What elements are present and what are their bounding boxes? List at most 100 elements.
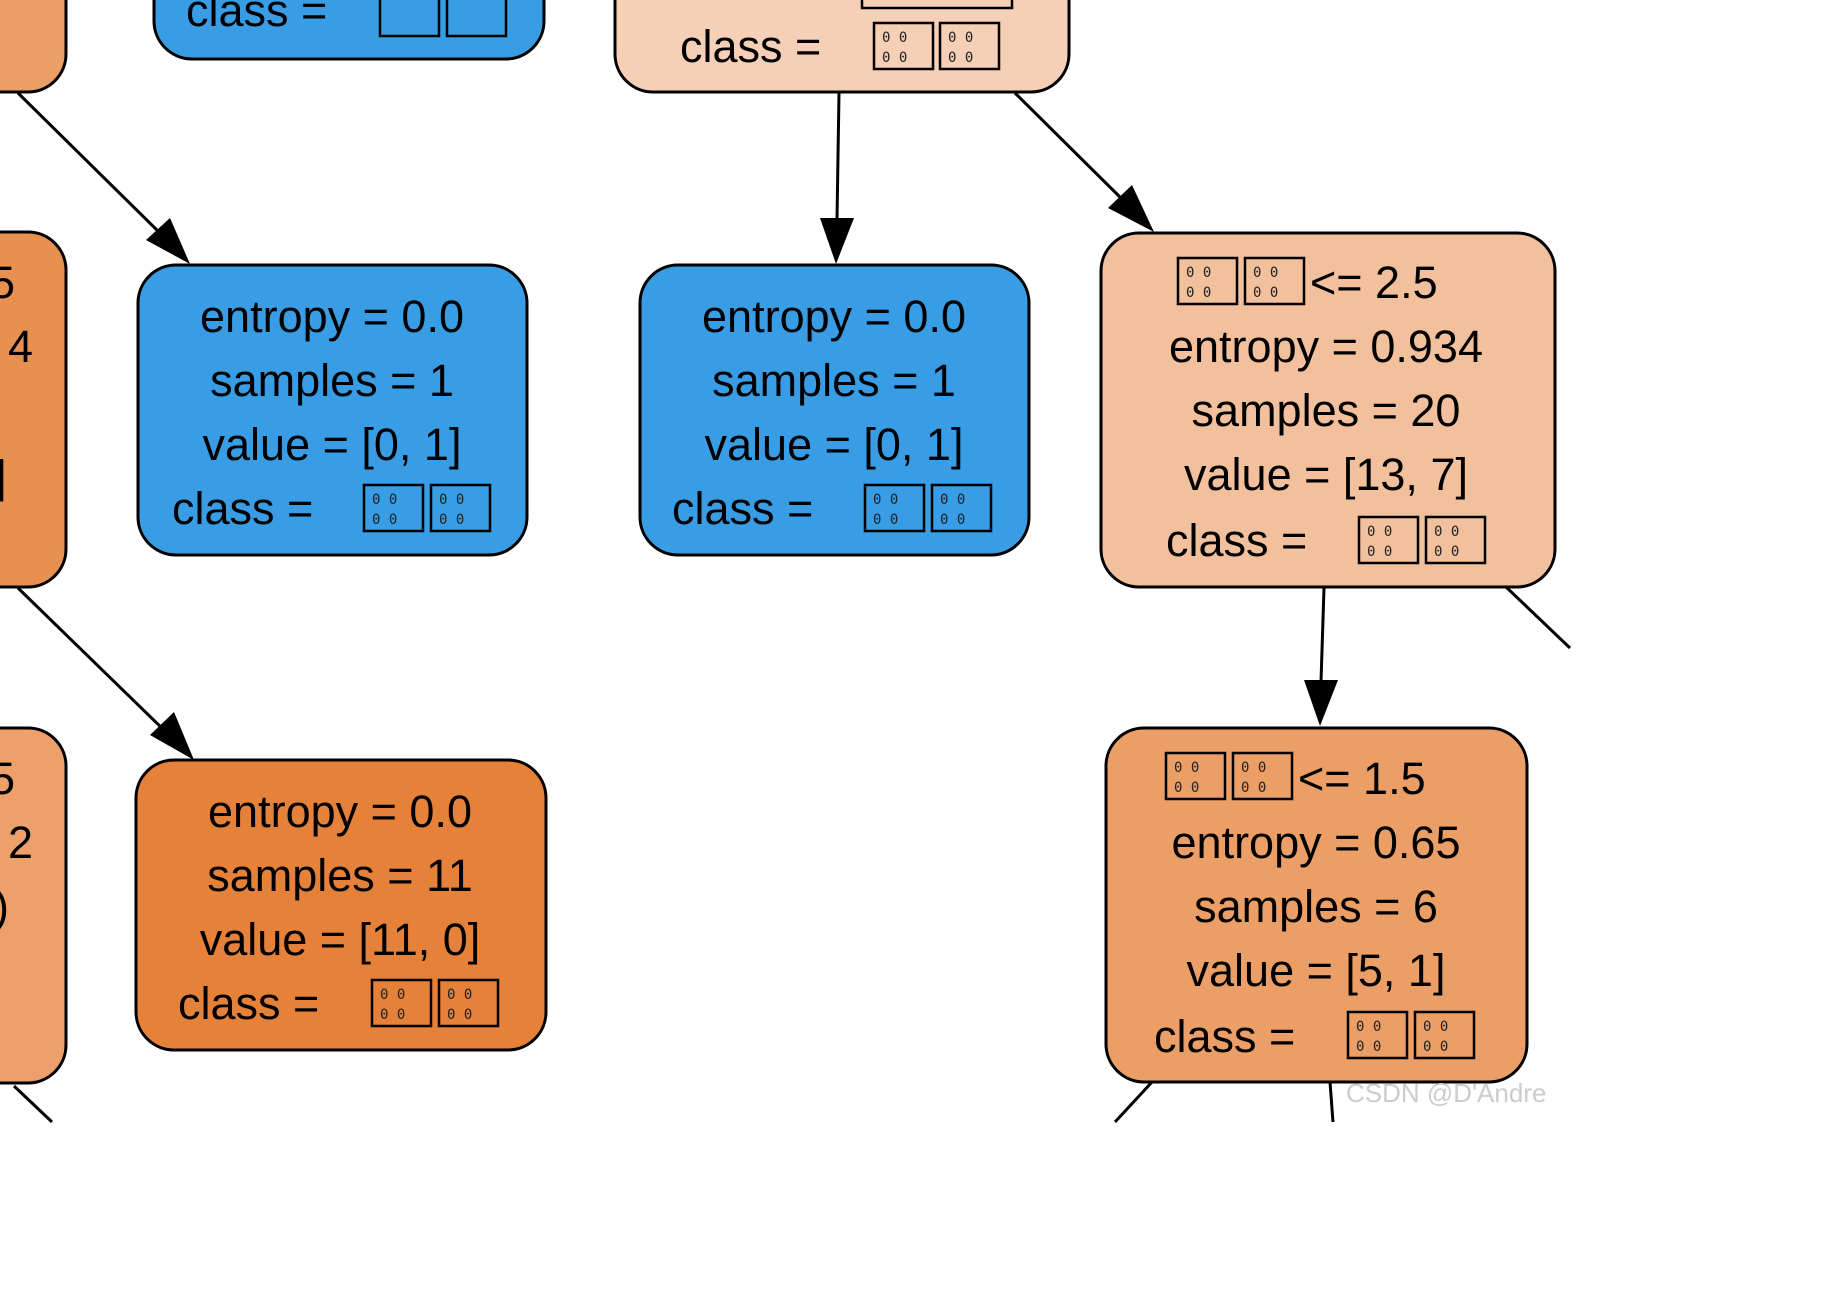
node-class-label: class = [680,21,821,72]
watermark-text: CSDN @D'Andre [1346,1078,1546,1108]
arrowhead-leaf-orange [150,712,194,760]
edge-splitbottom-offscreen-left [1113,1080,1154,1124]
svg-text:0 0: 0 0 [948,30,973,46]
node-entropy: entropy = 0.934 [1169,321,1483,372]
missing-glyph-icon: 0 0 0 0 0 0 0 0 [1346,1010,1476,1060]
node-class-label: class = [1154,1011,1295,1062]
node-class-label: class = [186,0,327,36]
svg-text:0 0: 0 0 [439,492,464,508]
svg-text:0 0: 0 0 [940,512,965,528]
svg-text:0 0: 0 0 [1186,285,1211,301]
node-entropy: entropy = 0.0 [208,786,472,837]
arrowhead-split-right [1108,185,1154,232]
node-line: 2 [8,817,33,868]
svg-text:0 0: 0 0 [1423,1039,1448,1055]
node-class-label: class = [672,483,813,534]
svg-text:0 0: 0 0 [1241,760,1266,776]
svg-text:0 0: 0 0 [1241,780,1266,796]
node-left-mid-partial: 5 4 ] [0,230,68,589]
node-leaf-blue-2: entropy = 0.0 samples = 1 value = [0, 1]… [638,263,1031,557]
node-split-bottom-right: 0 0 0 0 0 0 0 0 <= 1.5 entropy = 0.65 samp… [1104,726,1529,1084]
arrowhead-split-bottom-right [1304,680,1338,726]
svg-text:0 0: 0 0 [1356,1019,1381,1035]
edge-topcenter-to-split-right [1013,91,1130,207]
node-entropy: entropy = 0.0 [702,291,966,342]
node-entropy: entropy = 0.65 [1172,817,1461,868]
missing-glyph-icon: 0 0 0 0 0 0 0 0 [863,483,993,533]
svg-text:0 0: 0 0 [380,987,405,1003]
node-value: value = [5, 1] [1187,945,1446,996]
arrowhead-leaf-blue-1 [146,218,190,264]
svg-text:0 0: 0 0 [873,492,898,508]
edge-splitright-offscreen [1503,584,1572,650]
node-samples: samples = 6 [1194,881,1438,932]
node-samples: samples = 1 [712,355,956,406]
missing-glyph-icon [378,0,508,38]
missing-glyph-icon: 0 0 0 0 0 0 0 0 [1164,751,1294,801]
node-split-condition: <= 1.5 [1298,753,1426,804]
node-class-label: class = [178,978,319,1029]
svg-text:0 0: 0 0 [882,30,907,46]
node-line: ) [0,881,9,932]
missing-glyph-icon: 0 0 0 0 0 0 0 0 [872,21,1001,71]
svg-text:0 0: 0 0 [439,512,464,528]
node-samples: samples = 1 [210,355,454,406]
svg-text:0 0: 0 0 [1253,265,1278,281]
svg-text:0 0: 0 0 [1367,544,1392,560]
edge-topcenter-to-leaf-blue-2 [835,92,841,221]
svg-text:0 0: 0 0 [1367,524,1392,540]
svg-text:0 0: 0 0 [1434,544,1459,560]
edge-leftbottom-offscreen [12,1084,54,1124]
svg-text:0 0: 0 0 [1423,1019,1448,1035]
missing-glyph-icon: 0 0 0 0 0 0 0 0 [362,483,492,533]
missing-glyph-icon: 0 0 0 0 0 0 0 0 [1176,256,1306,306]
svg-text:0 0: 0 0 [1356,1039,1381,1055]
svg-text:0 0: 0 0 [447,1007,472,1023]
svg-text:0 0: 0 0 [873,512,898,528]
node-top-blue-partial: class = [152,0,546,61]
edges [12,91,1572,1124]
svg-text:0 0: 0 0 [940,492,965,508]
svg-text:0 0: 0 0 [1253,285,1278,301]
node-value: value = [0, 1] [705,419,964,470]
svg-text:0 0: 0 0 [948,50,973,66]
svg-text:0 0: 0 0 [447,987,472,1003]
edge-leftmid-to-leaf-orange [16,586,170,736]
nodes: class = class = 0 0 0 0 0 0 0 0 5 [0,0,1557,1085]
edge-topleft-to-leaf-blue-1 [16,91,167,240]
svg-text:0 0: 0 0 [372,492,397,508]
node-leaf-blue-1: entropy = 0.0 samples = 1 value = [0, 1]… [136,263,529,557]
node-class-label: class = [1166,515,1307,566]
node-samples: samples = 20 [1192,385,1461,436]
node-line: 5 [0,257,15,308]
node-line: 5 [0,753,15,804]
node-top-center-partial: class = 0 0 0 0 0 0 0 0 [613,0,1071,94]
decision-tree-diagram: class = class = 0 0 0 0 0 0 0 0 5 [0,0,1572,1124]
node-left-bottom-partial: 5 2 ) [0,726,68,1085]
node-value: value = [11, 0] [200,914,481,965]
node-class-label: class = [172,483,313,534]
missing-glyph-icon [860,0,1014,10]
node-leaf-orange: entropy = 0.0 samples = 11 value = [11, … [134,758,548,1052]
node-line: ] [0,451,7,502]
svg-text:0 0: 0 0 [372,512,397,528]
missing-glyph-icon: 0 0 0 0 0 0 0 0 [370,978,500,1028]
node-value: value = [0, 1] [203,419,462,470]
node-line: 4 [8,321,33,372]
node-split-condition: <= 2.5 [1310,257,1438,308]
node-split-right: 0 0 0 0 0 0 0 0 <= 2.5 entropy = 0.934 sam… [1099,231,1557,589]
svg-text:0 0: 0 0 [1434,524,1459,540]
arrowhead-leaf-blue-2 [820,218,854,264]
svg-text:0 0: 0 0 [380,1007,405,1023]
svg-text:0 0: 0 0 [1186,265,1211,281]
node-value: value = [13, 7] [1184,449,1468,500]
svg-text:0 0: 0 0 [1174,760,1199,776]
edge-splitbottom-offscreen-right [1328,1081,1335,1123]
missing-glyph-icon: 0 0 0 0 0 0 0 0 [1357,515,1487,565]
node-top-left-partial [0,0,68,94]
node-samples: samples = 11 [207,850,473,901]
node-entropy: entropy = 0.0 [200,291,464,342]
svg-text:0 0: 0 0 [882,50,907,66]
edge-splitright-to-splitbottom [1319,587,1326,683]
svg-text:0 0: 0 0 [1174,780,1199,796]
